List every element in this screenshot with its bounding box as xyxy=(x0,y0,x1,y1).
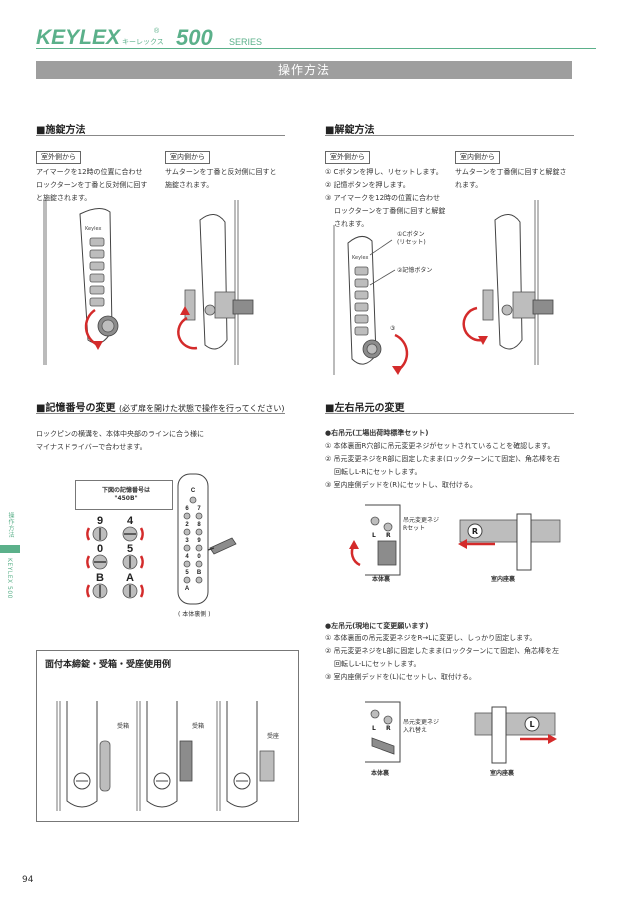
pin-label: 5 xyxy=(127,543,133,555)
right-body-label: 本体裏 xyxy=(372,576,391,583)
callout-step3: ③ xyxy=(390,325,396,332)
unlocking-inside-text: サムターンを丁番側に回すと解錠さ れます。 xyxy=(455,168,567,189)
unlocking-heading: ■解錠方法 xyxy=(325,125,375,136)
sidebar-chapter: 操作方法 xyxy=(7,512,14,538)
usage-label: 受箱 xyxy=(117,723,130,730)
logo-registered: ® xyxy=(154,27,160,35)
unlocking-inside-tag: 室内側から xyxy=(455,151,500,164)
body-back-label: ( 本体裏側 ) xyxy=(178,611,211,618)
logo-series: SERIES xyxy=(229,37,262,47)
keypad-label: 5 xyxy=(185,570,189,576)
callout-c-button: ①Cボタン (リセット) xyxy=(397,231,426,246)
left-hand-inside-illustration: L xyxy=(474,706,557,764)
hand-change-rule xyxy=(325,413,574,414)
left-inside-label: 室内座裏 xyxy=(490,770,515,777)
keypad-back-illustration: C 6 7 2 8 3 9 4 0 5 B A xyxy=(177,473,237,605)
hole-label: L xyxy=(372,532,376,539)
pin-label: B xyxy=(96,572,104,584)
keypad-label: C xyxy=(191,488,196,494)
left-hand-body-illustration: L R xyxy=(365,701,401,763)
right-hand-steps: ① 本体裏面R穴部に吊元変更ネジがセットされていることを確認します。 ② 吊元変… xyxy=(325,442,560,489)
sidebar-accent-tab xyxy=(0,545,20,553)
usage-label: 受座 xyxy=(267,733,280,740)
keylex-logo: KEYLEX ® キーレックス 500 SERIES xyxy=(36,25,262,48)
hole-label: R xyxy=(386,725,391,732)
locking-rule xyxy=(36,135,285,136)
right-inside-label: 室内座裏 xyxy=(491,576,516,583)
hand-change-heading: ■左右吊元の変更 xyxy=(325,403,405,414)
memory-note: (必ず扉を開けた状態で操作を行ってください) xyxy=(118,404,285,413)
pin-label: 9 xyxy=(97,515,103,527)
usage-label: 受箱 xyxy=(192,723,205,730)
usage-illustration xyxy=(56,701,275,811)
right-callout: 吊元変更ネジ Rセット xyxy=(403,517,440,532)
pin-label: 0 xyxy=(97,543,103,555)
keypad-label: 9 xyxy=(197,538,201,544)
locking-inside-text: サムターンを丁番と反対側に回すと 施錠されます。 xyxy=(165,168,277,189)
keypad-label: 6 xyxy=(185,506,189,512)
right-hand-inside-illustration: R xyxy=(458,513,561,571)
keypad-label: A xyxy=(185,586,190,592)
example-code-box: 下図の記憶番号は "450B" xyxy=(75,480,173,510)
left-body-label: 本体裏 xyxy=(371,770,390,777)
keypad-label: 0 xyxy=(197,554,201,560)
unlocking-inside-illustration xyxy=(462,200,554,365)
pin-rotation-diagram: 9 4 0 5 B A xyxy=(86,515,144,599)
callout-memory-button: ②記憶ボタン xyxy=(397,267,433,274)
unlocking-outside-tag: 室外側から xyxy=(325,151,370,164)
memory-rule xyxy=(36,413,285,414)
usage-box-title: 面付本締錠・受箱・受座使用例 xyxy=(45,660,172,670)
logo-kana: キーレックス xyxy=(122,38,164,46)
right-hand-title: ●右吊元(工場出荷時標準セット) xyxy=(325,429,429,437)
pin-label: 4 xyxy=(127,515,134,527)
locking-outside-tag: 室外側から xyxy=(36,151,81,164)
sidebar-product: KEYLEX 500 xyxy=(6,558,13,599)
left-callout: 吊元変更ネジ 入れ替え xyxy=(403,719,440,734)
memory-text: ロックピンの横溝を、本体中央部のラインに合う様に マイナスドライバーで合わせます… xyxy=(36,430,204,451)
locking-heading: ■施錠方法 xyxy=(36,125,86,136)
unlocking-rule xyxy=(325,135,574,136)
keypad-label: 4 xyxy=(185,554,189,560)
locking-inside-tag: 室内側から xyxy=(165,151,210,164)
left-hand-steps: ① 本体裏面の吊元変更ネジをR→Lに変更し、しっかり固定します。 ② 吊元変更ネ… xyxy=(325,634,560,681)
locking-outside-text: アイマークを12時の位置に合わせ ロックターンを丁番と反対側に回す と施錠されま… xyxy=(36,168,148,202)
unlocking-outside-text: ① Cボタンを押し、リセットします。 ② 記憶ボタンを押します。 ③ アイマーク… xyxy=(325,168,446,228)
keypad-label: 7 xyxy=(197,506,201,512)
keypad-label: 3 xyxy=(185,538,189,544)
hole-label: R xyxy=(386,532,391,539)
memory-heading: ■記憶番号の変更 (必ず扉を開けた状態で操作を行ってください) xyxy=(36,403,285,414)
page-number: 94 xyxy=(22,875,34,885)
logo-model: 500 xyxy=(176,25,213,48)
svg-text:Keylex: Keylex xyxy=(85,226,101,232)
header-rule xyxy=(36,48,596,49)
hole-label: L xyxy=(372,725,376,732)
keypad-label: 2 xyxy=(185,522,189,528)
left-badge: L xyxy=(529,720,534,729)
unlocking-outside-illustration: Keylex xyxy=(333,225,409,375)
keypad-label: 8 xyxy=(197,522,201,528)
locking-inside-illustration xyxy=(177,200,254,365)
left-hand-title: ●左吊元(現地にて変更願います) xyxy=(325,622,429,630)
section-title-bar: 操作方法 xyxy=(36,61,572,79)
keypad-label: B xyxy=(197,570,202,576)
right-badge: R xyxy=(472,527,478,536)
logo-brand: KEYLEX xyxy=(36,26,122,48)
pin-label: A xyxy=(126,572,134,584)
locking-outside-illustration: Keylex xyxy=(43,200,119,365)
right-hand-body-illustration: L R xyxy=(349,504,401,576)
usage-example-box: 面付本締錠・受箱・受座使用例 受箱 受箱 受座 xyxy=(36,650,299,822)
svg-text:Keylex: Keylex xyxy=(352,255,368,261)
